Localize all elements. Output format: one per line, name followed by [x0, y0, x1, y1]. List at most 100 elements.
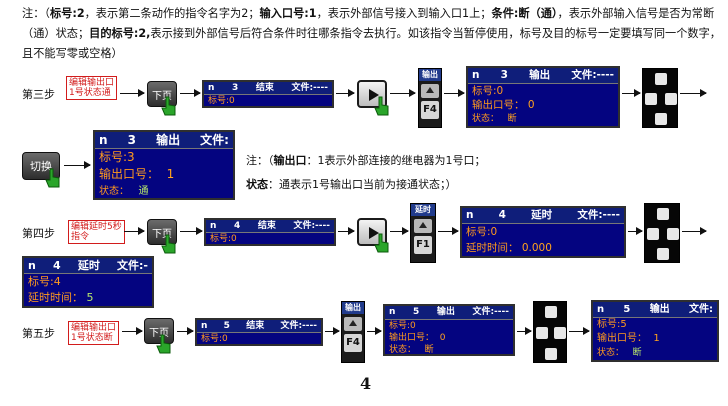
page-down-button[interactable]: 下页 [147, 219, 177, 245]
step5-tag-line1: 编辑输出口 [71, 323, 117, 333]
play-button[interactable] [357, 80, 387, 108]
up-key-icon[interactable] [545, 306, 557, 318]
step3-label: 第三步 [22, 88, 55, 101]
pointer-hand-icon [374, 233, 389, 253]
arrow [180, 227, 203, 235]
function-key-panel-output[interactable]: 输出 F4 [341, 301, 365, 363]
switch-button[interactable]: 切换 [22, 152, 60, 180]
arrow [622, 89, 641, 97]
screen-row-output-port: 输出口号： 0 [389, 333, 446, 343]
down-key-icon[interactable] [545, 348, 557, 360]
step4-tag: 编辑延时5秒指令 [68, 220, 125, 244]
note-input-label: 输入口号:1 [259, 7, 317, 20]
arrow [180, 89, 201, 97]
arrow [390, 89, 416, 97]
left-key-icon[interactable] [647, 228, 659, 240]
screen-row-tag: 标号:0 [466, 226, 498, 238]
pointer-hand-icon [156, 334, 171, 354]
note-tag-label: 标号:2 [49, 7, 85, 20]
note-text-4: 表示接到外部信号后符合条件时往哪条指令去执行。如该指令当暂停使用，标号及目的标号… [22, 27, 721, 60]
left-key-icon[interactable] [645, 93, 657, 105]
step4-label: 第四步 [22, 227, 55, 240]
pointer-hand-icon [45, 168, 60, 188]
direction-pad[interactable] [642, 68, 678, 128]
up-key-icon[interactable] [655, 73, 667, 85]
screen-row-tag: 标号:3 [99, 150, 135, 164]
step3-tag-line1: 编辑输出口 [69, 78, 115, 88]
direction-pad[interactable] [644, 203, 680, 263]
screen-row-state: 状态： 通 [99, 186, 149, 197]
pointer-hand-icon [374, 96, 389, 116]
instruction-note: 注：（标号:2，表示第二条动作的指令名字为2；输入口号:1，表示外部信号接入到输… [22, 4, 722, 64]
arrow [124, 227, 145, 235]
arrow [122, 327, 143, 335]
up-arrow-icon[interactable] [414, 219, 432, 233]
down-key-icon[interactable] [655, 113, 667, 125]
screen-row-output-port: 输出口号： 0 [472, 99, 535, 111]
screen-row-tag: 标号:5 [597, 319, 627, 330]
up-arrow-icon[interactable] [421, 84, 439, 98]
page-down-button[interactable]: 下页 [147, 81, 177, 107]
right-key-icon[interactable] [667, 228, 679, 240]
screen-row-tag: 标号:0 [472, 85, 504, 97]
page-down-button[interactable]: 下页 [144, 318, 174, 344]
screen-row-state: 状态： 断 [389, 345, 434, 355]
screen-row-state: 状态： 断 [472, 114, 517, 124]
screen-row-output-port: 输出口号： 1 [99, 167, 175, 181]
down-key-icon[interactable] [657, 248, 669, 260]
up-key-icon[interactable] [657, 208, 669, 220]
note-prefix: 注：（ [22, 7, 50, 20]
arrow [338, 227, 355, 235]
state-note: 状态：通表示1号输出口当前为接通状态；） [246, 178, 457, 191]
direction-pad[interactable] [533, 301, 567, 363]
f1-key[interactable]: F1 [414, 236, 432, 254]
arrow [628, 227, 643, 235]
screen-row-delay-time: 延时时间： 5 [28, 291, 94, 304]
arrow [325, 327, 340, 335]
up-arrow-icon[interactable] [344, 317, 362, 331]
note-text-3: ，表示外部输入信号是否为常断（通）状态； [22, 7, 715, 40]
note-target-label: 目的标号:2, [89, 27, 151, 40]
arrow [390, 227, 409, 235]
step4-tag-line2: 指令 [71, 232, 90, 242]
arrow [682, 227, 707, 235]
f4-key[interactable]: F4 [344, 334, 362, 352]
arrow [569, 327, 590, 335]
screen-row-tag: 标号:0 [210, 234, 237, 244]
step5-label: 第五步 [22, 327, 55, 340]
right-key-icon[interactable] [554, 327, 566, 339]
pointer-hand-icon [161, 96, 176, 116]
note-cond-label: 条件:断（通） [491, 7, 558, 20]
screen-row-tag: 标号:4 [28, 275, 61, 288]
arrow [64, 161, 91, 169]
left-key-icon[interactable] [536, 327, 548, 339]
fpanel-title: 延时 [411, 204, 435, 216]
output-note: 注：（输出口：1表示外部连接的继电器为1号口； [246, 154, 486, 167]
note-text-1: ，表示第二条动作的指令名字为2； [84, 7, 260, 20]
right-key-icon[interactable] [665, 93, 677, 105]
function-key-panel-output[interactable]: 输出 F4 [418, 68, 442, 128]
step5-tag-line2: 1号状态断 [71, 333, 113, 343]
arrow [177, 327, 194, 335]
page-number: 4 [360, 374, 372, 393]
arrow [367, 327, 382, 335]
pointer-hand-icon [161, 234, 176, 254]
step4-tag-line1: 编辑延时5秒 [71, 222, 122, 232]
function-key-panel-delay[interactable]: 延时 F1 [410, 203, 436, 263]
f4-key[interactable]: F4 [421, 101, 439, 119]
arrow [680, 89, 707, 97]
